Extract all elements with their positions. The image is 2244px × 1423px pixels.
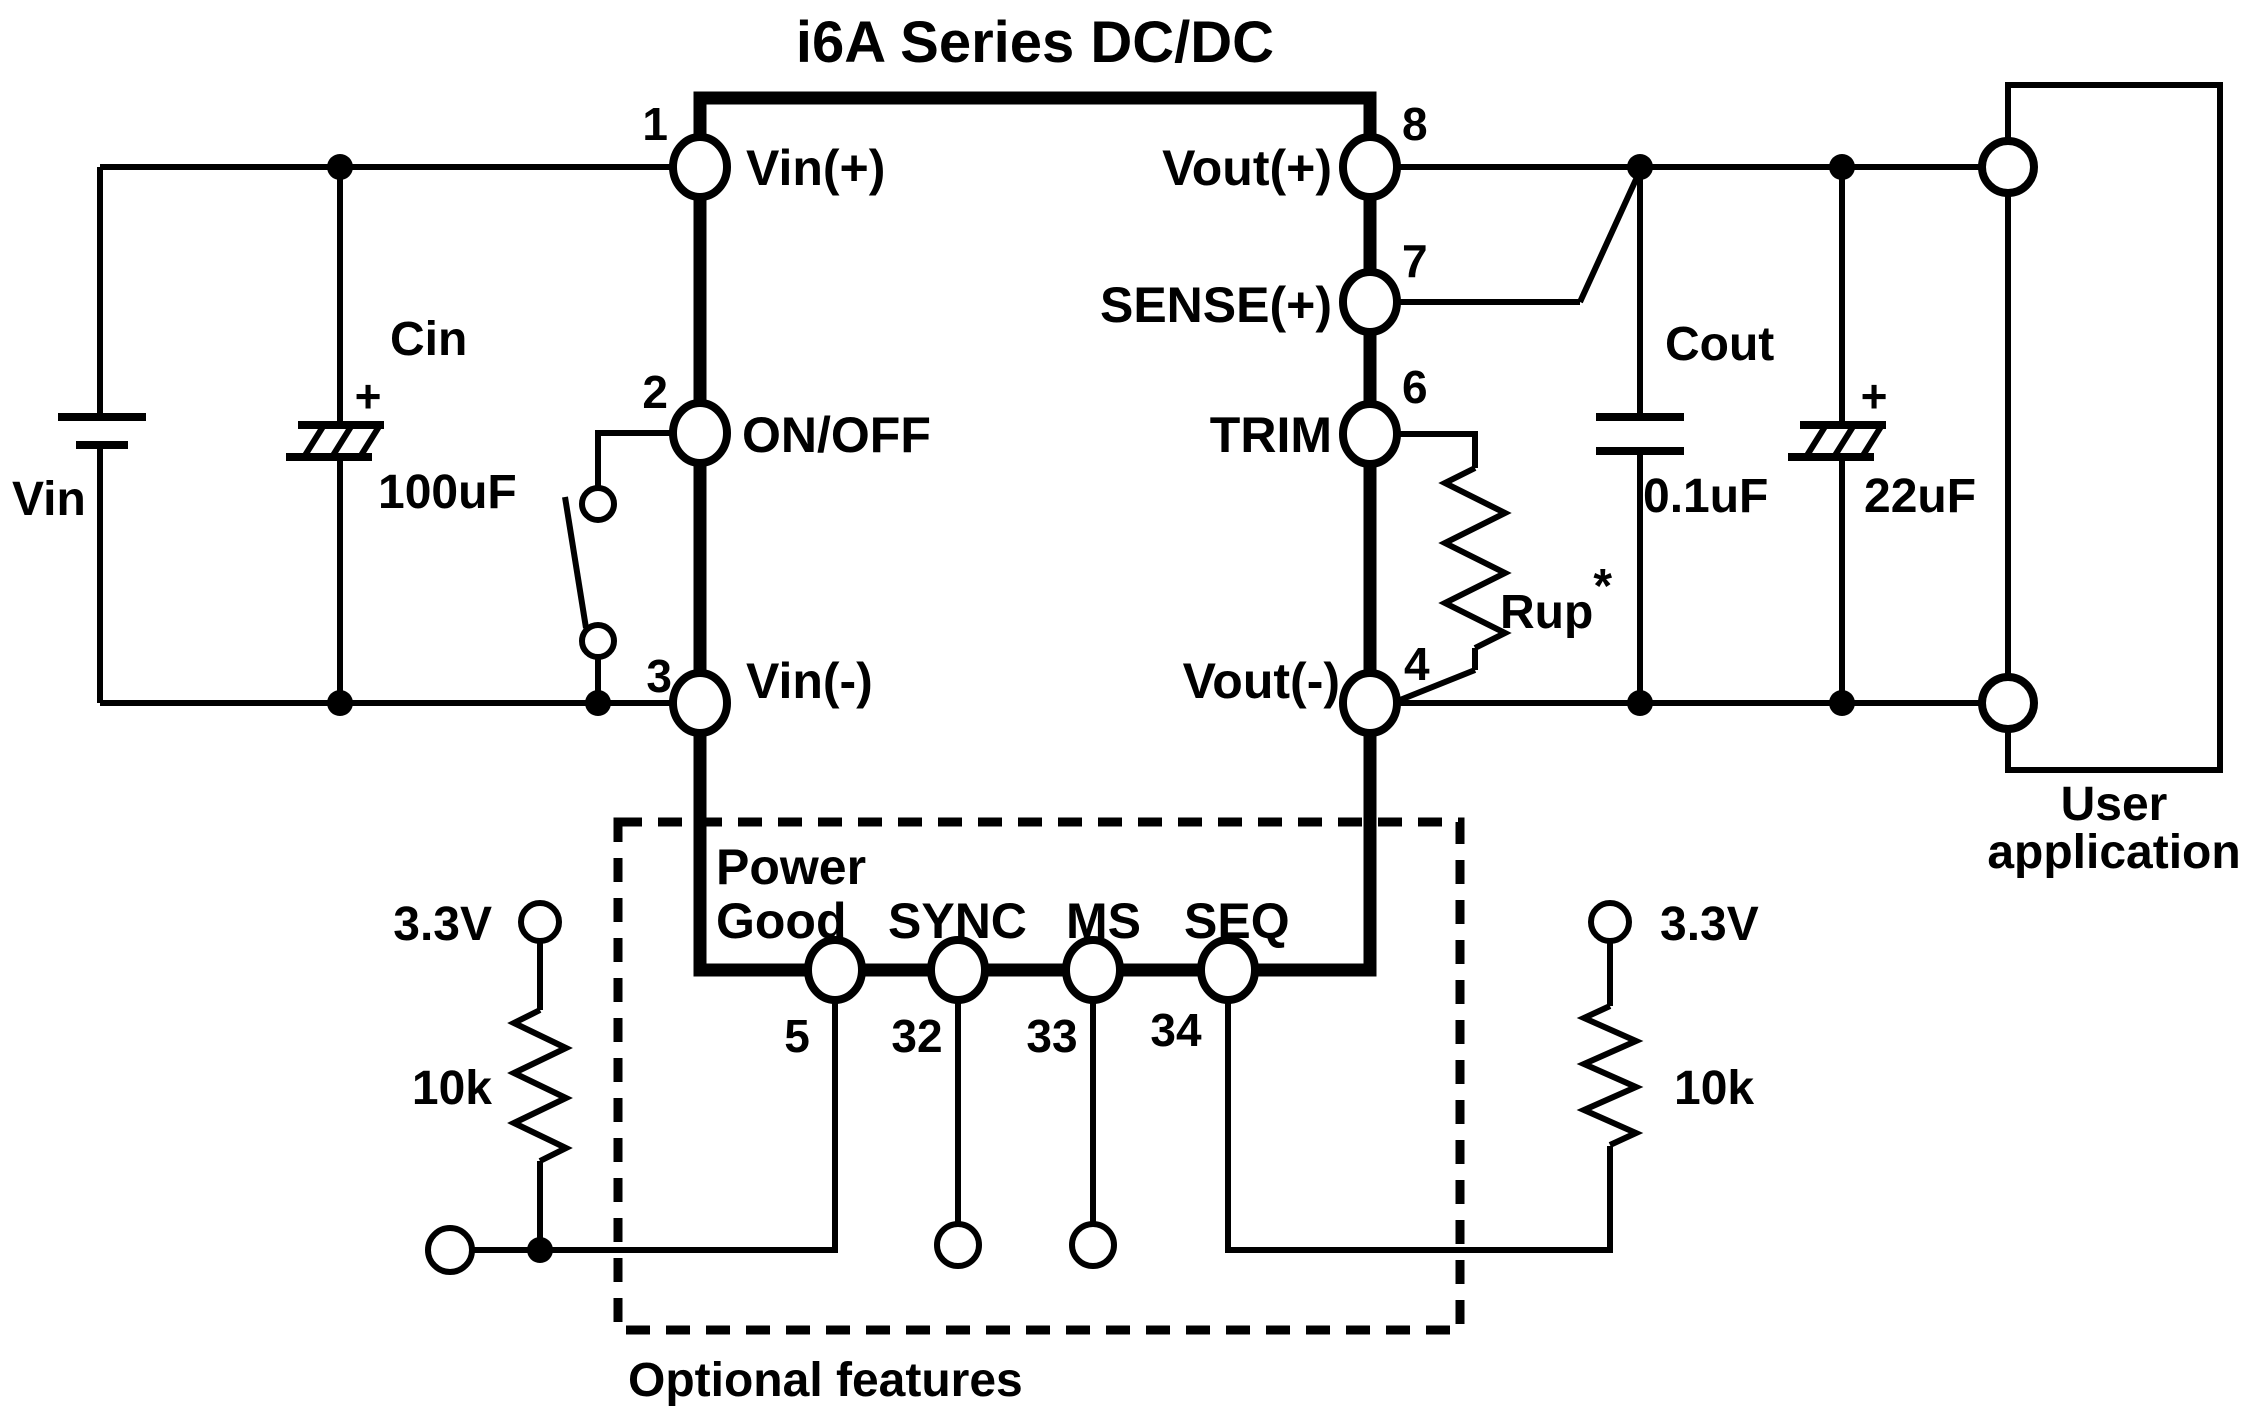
pin-label-ms: MS [1066,893,1141,949]
pullup-right-zigzag [1576,1003,1644,1148]
module-pins [669,133,1401,1004]
pin-4-vout-minus [1339,669,1401,737]
junction-dots [327,154,1855,1263]
label-rail-right: 3.3V [1660,898,1759,951]
pin-label-trim: TRIM [1210,407,1332,463]
terminals [425,137,2038,1275]
resistor-10k-right [1576,1003,1644,1148]
label-user-app-line1: User [2061,778,2168,831]
user-app-negative-terminal [1978,673,2038,733]
wire-rup-to-vout-neg [1398,667,1477,703]
label-cout-name: Cout [1665,318,1774,371]
wire-onoff-to-switch [595,430,672,488]
label-vin-source: Vin [12,473,86,526]
pin-label-vin-plus: Vin(+) [746,140,885,196]
switch-blade [562,496,589,629]
pin-number-32: 32 [891,1010,942,1062]
pin-number-2: 2 [642,366,668,418]
ms-open-terminal [1069,1221,1117,1269]
sync-open-terminal [934,1221,982,1269]
switch-bottom-contact [579,622,617,660]
pullup-left-zigzag [507,1007,573,1164]
label-cin-polarity: + [355,370,382,422]
pin-number-7: 7 [1402,235,1428,287]
pin-34-seq [1197,936,1259,1004]
user-app-positive-terminal [1978,137,2038,197]
label-10k-left: 10k [412,1062,492,1115]
pin-number-8: 8 [1402,98,1428,150]
label-rup-name: Rup [1500,586,1593,639]
diagram-title: i6A Series DC/DC [796,10,1274,75]
wire-sense-diagonal [1577,173,1641,304]
label-user-app-line2: application [1987,826,2240,879]
pin-6-trim [1339,400,1401,468]
pin-33-ms [1062,936,1124,1004]
pin-32-sync [927,936,989,1004]
dcdc-module-outline [693,91,1377,977]
optional-features-box [613,817,1465,1335]
label-rup-asterisk: * [1593,560,1612,613]
junction-cin-top [327,154,353,180]
label-rup: Rup* [1500,560,1612,639]
pin-number-33: 33 [1026,1010,1077,1062]
label-10k-right: 10k [1674,1062,1754,1115]
wires [97,164,1982,1253]
pin-label-vin-minus: Vin(-) [746,653,873,709]
switch-top-contact [579,485,617,523]
pin-5-power-good [804,936,866,1004]
pin-number-1: 1 [642,98,668,150]
pin-number-3: 3 [646,650,672,702]
pin-3-vin-minus [669,669,731,737]
label-cin-value: 100uF [378,466,517,519]
label-cap22-value: 22uF [1864,470,1976,523]
resistor-10k-left [507,1007,573,1164]
junction-cap22-bottom [1829,690,1855,716]
rail-3v3-right-terminal [1588,900,1632,944]
pin-label-seq: SEQ [1184,893,1290,949]
pin-number-34: 34 [1150,1004,1202,1056]
junction-cap22-top [1829,154,1855,180]
label-cin-name: Cin [390,313,467,366]
capacitor-cin [286,421,384,461]
powergood-output-terminal [425,1225,475,1275]
rup-zigzag [1438,465,1512,651]
wire-seq-to-pullup [1225,1000,1613,1253]
label-rail-left: 3.3V [393,898,492,951]
junction-switch-bottom [585,690,611,716]
pin-label-sense-plus: SENSE(+) [1100,277,1332,333]
pin-label-vout-plus: Vout(+) [1162,140,1332,196]
pin-label-good: Good [716,893,847,949]
pin-8-vout-plus [1339,133,1401,201]
rail-3v3-left-terminal [518,900,562,944]
switch-onoff [562,485,617,660]
resistor-rup [1438,465,1512,651]
capacitor-cout [1596,413,1684,455]
capacitor-22uf [1788,421,1886,461]
pin-label-power: Power [716,839,866,895]
pin-number-6: 6 [1402,361,1428,413]
label-cap22-polarity: + [1861,370,1888,422]
pin-2-onoff [669,399,731,467]
junction-pullup-left [527,1237,553,1263]
user-application-box [2005,82,2223,773]
wire-powergood-pulldown [472,1000,838,1253]
pin-label-onoff: ON/OFF [742,407,931,463]
junction-cout-bottom [1627,690,1653,716]
junction-cout-top [1627,154,1653,180]
pin-label-vout-minus: Vout(-) [1183,653,1340,709]
label-optional-features: Optional features [628,1354,1023,1407]
pin-1-vin-plus [669,133,731,201]
pin-number-5: 5 [784,1010,810,1062]
battery-vin [58,413,146,449]
junction-cin-bottom [327,690,353,716]
pin-label-sync: SYNC [888,893,1027,949]
pin-7-sense-plus [1339,268,1401,336]
pin-number-4: 4 [1404,638,1430,690]
label-cout-value: 0.1uF [1643,470,1768,523]
wire-trim-to-rup [1396,431,1478,468]
